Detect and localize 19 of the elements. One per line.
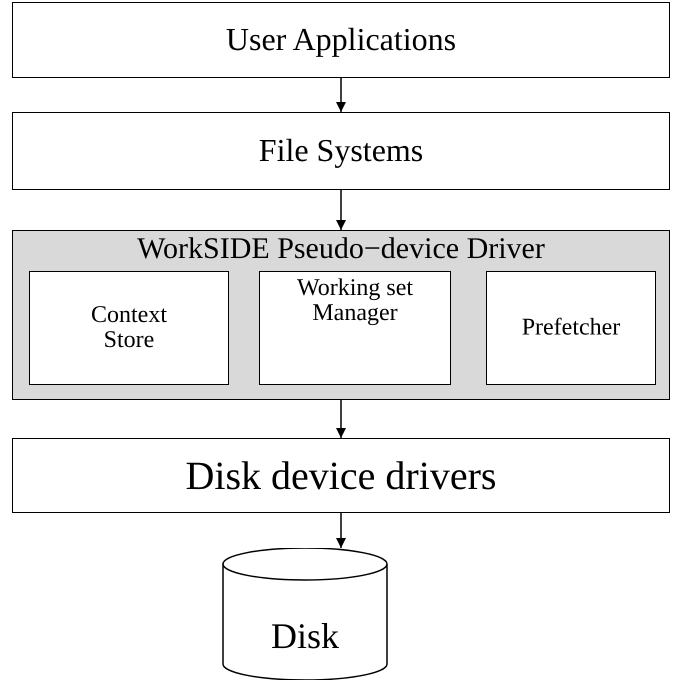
- layer-box: [12, 438, 670, 513]
- arrow: [336, 400, 346, 438]
- layer-box: [486, 271, 656, 385]
- panel-heading: WorkSIDE Pseudo−device Driver: [136, 233, 546, 264]
- layer-label: User Applications: [224, 23, 458, 57]
- layer-box: [12, 2, 670, 78]
- layer-label: File Systems: [258, 134, 424, 168]
- layer-box: [259, 271, 451, 385]
- layer-box: [12, 112, 670, 190]
- layer-box: [29, 271, 229, 385]
- layer-label: Context Store: [90, 302, 168, 354]
- layer-label: Disk: [270, 618, 340, 656]
- arrow: [336, 78, 346, 112]
- arrow: [336, 190, 346, 230]
- arrow: [336, 513, 346, 548]
- layer-label: Disk device drivers: [184, 454, 498, 496]
- driver-panel: [12, 230, 670, 400]
- layer-label: Prefetcher: [520, 315, 622, 341]
- layer-label: Working set Manager: [296, 276, 414, 326]
